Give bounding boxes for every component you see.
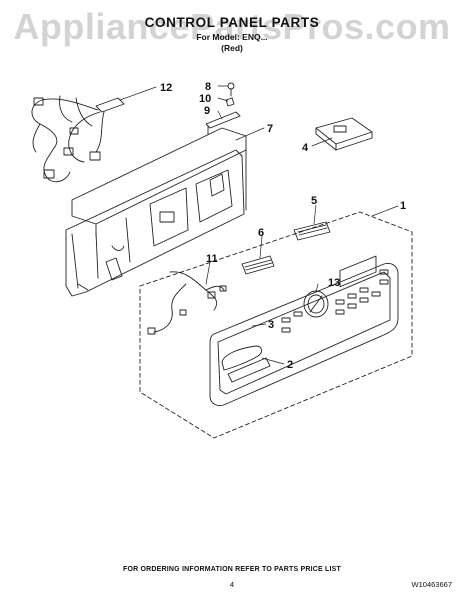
callout-11: 11	[206, 253, 218, 265]
color-line: (Red)	[221, 43, 243, 53]
ordering-note: FOR ORDERING INFORMATION REFER TO PARTS …	[122, 566, 342, 573]
callout-7: 7	[267, 123, 273, 135]
callout-3: 3	[268, 319, 274, 331]
callout-8: 8	[205, 81, 211, 93]
bracket-part-9	[205, 111, 241, 135]
wiring-harness-part-12	[31, 95, 125, 183]
page-number: 4	[229, 580, 235, 589]
model-line: For Model: ENQ...	[196, 32, 268, 42]
screw-part-8	[227, 82, 235, 97]
diagram-title: CONTROL PANEL PARTS	[144, 15, 320, 30]
callout-2: 2	[287, 359, 293, 371]
knob-part-13	[303, 290, 329, 318]
callout-1: 1	[400, 200, 406, 212]
callout-10: 10	[199, 93, 211, 105]
circuit-board-part-4	[315, 117, 373, 151]
callout-6: 6	[258, 227, 264, 239]
clip-part-10	[225, 97, 235, 107]
callout-13: 13	[328, 277, 340, 289]
keypad-ribbon-part-5	[293, 221, 331, 241]
keypad-ribbon-part-6	[241, 255, 275, 275]
assembly-outline-part-1	[139, 211, 413, 439]
leader-lines	[119, 85, 399, 365]
harness-part-11	[147, 271, 227, 335]
watermark: AppliancePartsPros.com	[13, 6, 451, 47]
console-overlay-part-2	[209, 255, 399, 407]
callout-12: 12	[160, 82, 172, 94]
callout-4: 4	[302, 142, 309, 154]
callout-9: 9	[204, 105, 210, 117]
console-frame-part-7	[65, 127, 247, 297]
callout-5: 5	[311, 195, 317, 207]
document-number: W10463667	[411, 580, 452, 589]
